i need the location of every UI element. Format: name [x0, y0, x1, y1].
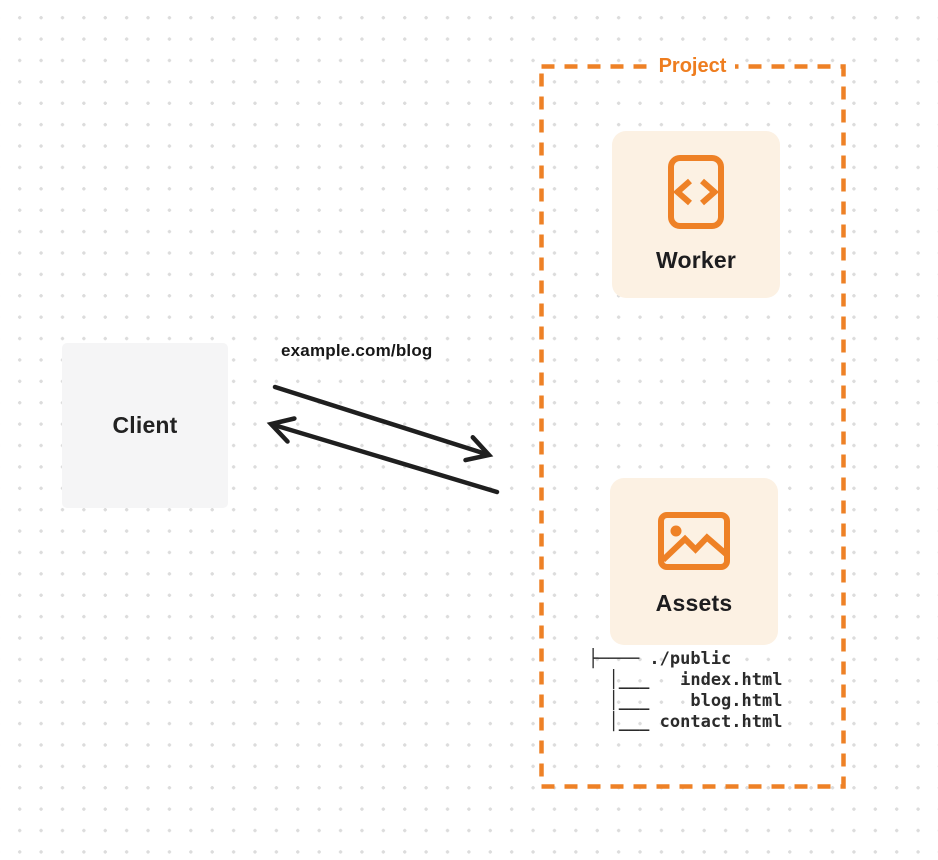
code-document-icon — [668, 155, 724, 229]
request-url-label: example.com/blog — [281, 341, 433, 360]
client-node: Client — [62, 343, 228, 508]
assets-node: Assets — [610, 478, 778, 645]
client-label: Client — [112, 412, 178, 438]
worker-node: Worker — [612, 131, 780, 298]
response-arrow — [266, 416, 500, 495]
assets-file-tree: ├──── ./public │___ index.html │___ blog… — [588, 649, 783, 732]
assets-label: Assets — [655, 590, 733, 616]
image-icon — [658, 512, 730, 570]
request-arrow — [272, 384, 494, 463]
worker-label: Worker — [655, 247, 737, 273]
